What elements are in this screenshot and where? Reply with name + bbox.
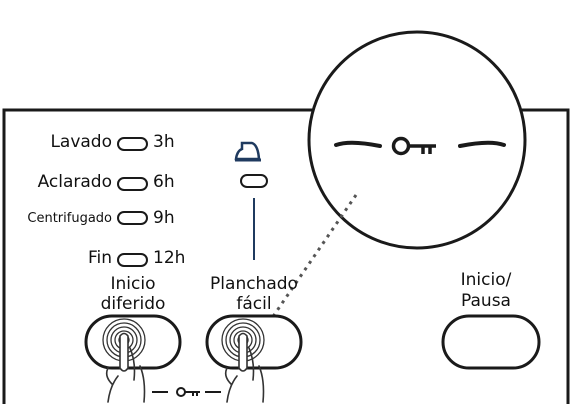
label-aclarado-time: 6h [153, 172, 175, 192]
label-inicio-diferido-1: Inicio [111, 274, 156, 294]
key-icon [391, 136, 436, 156]
label-fin: Fin [88, 248, 112, 268]
led-centrifugado [117, 211, 148, 225]
key-lock-indicator [152, 387, 221, 397]
led-lavado [117, 137, 148, 151]
zoomed-indicator-right [458, 140, 506, 148]
label-lavado: Lavado [50, 132, 112, 152]
label-inicio-diferido-2: diferido [101, 294, 166, 314]
inicio-pausa-button[interactable] [441, 314, 541, 370]
iron-icon [234, 141, 261, 162]
finger-press-icon [102, 318, 146, 403]
label-planchado-2: fácil [236, 294, 271, 314]
planchado-facil-button[interactable] [205, 314, 303, 370]
finger-press-icon [221, 318, 265, 403]
label-inicio-pausa-1: Inicio/ [461, 270, 512, 290]
label-aclarado: Aclarado [38, 172, 112, 192]
label-centrifugado-time: 9h [153, 208, 175, 228]
led-fin [117, 253, 148, 267]
zoom-pointer-line [270, 194, 358, 319]
label-centrifugado: Centrifugado [27, 211, 112, 226]
key-icon [176, 387, 200, 397]
zoomed-key-indicator [334, 136, 506, 156]
label-fin-time: 12h [153, 248, 185, 268]
magnifier-circle [307, 30, 527, 250]
label-planchado-1: Planchado [210, 274, 298, 294]
label-lavado-time: 3h [153, 132, 175, 152]
panel-outline [2, 108, 570, 404]
zoomed-indicator-left [334, 140, 382, 148]
led-aclarado [117, 177, 148, 191]
led-planchado [240, 174, 268, 188]
label-inicio-pausa-2: Pausa [461, 291, 511, 311]
